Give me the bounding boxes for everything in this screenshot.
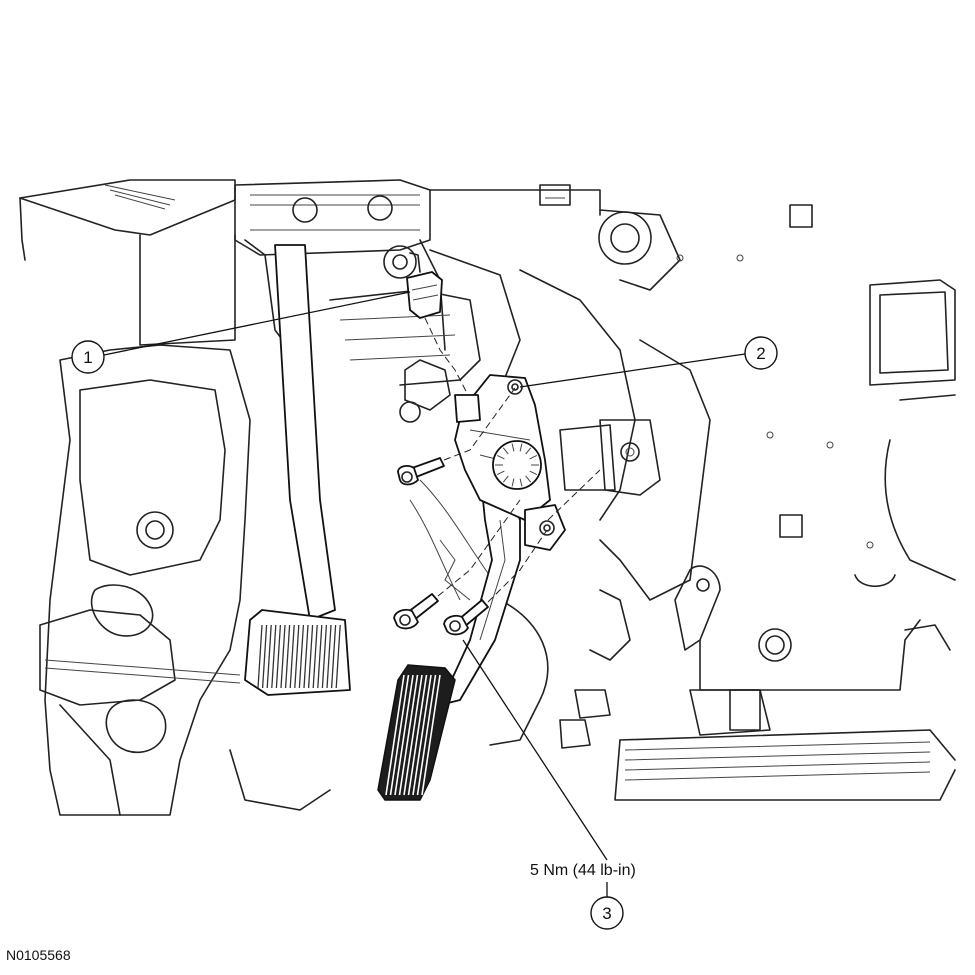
brake-pad-rib	[275, 624, 282, 689]
brake-pad-rib	[280, 624, 286, 689]
mounting-bolt-lower-left	[393, 499, 521, 630]
leader-line-1	[103, 291, 411, 356]
pedal-pad-rib	[389, 674, 410, 796]
brake-pedal	[244, 244, 351, 696]
brake-pad-rib	[326, 624, 332, 689]
electrical-connector	[406, 252, 469, 396]
svg-text:2: 2	[756, 344, 765, 363]
brake-pad-rib	[284, 624, 291, 689]
background-structure	[19, 179, 956, 816]
pedal-pad-rib	[412, 674, 432, 796]
leader-line-2	[519, 353, 746, 388]
brake-pad-rib	[303, 624, 309, 689]
callout-1: 1	[71, 340, 105, 374]
sensor-tooth	[519, 443, 523, 452]
brake-pad-rib	[289, 624, 295, 689]
mounting-bolt-lower-right	[443, 469, 601, 636]
sensor-tooth	[496, 455, 505, 460]
brake-pad-rib	[271, 624, 277, 689]
pedal-pad-rib	[403, 674, 423, 796]
brake-pad-rib	[307, 624, 314, 689]
accelerator-pedal-assembly	[377, 374, 566, 801]
pedal-pad-rib	[394, 674, 414, 796]
callout-3: 3	[590, 896, 624, 930]
brake-pad-rib	[294, 624, 300, 689]
pedal-pad-rib	[385, 674, 405, 796]
sensor-tooth	[525, 475, 532, 483]
brake-pad-rib	[261, 624, 268, 689]
sensor-tooth	[525, 447, 532, 455]
pedal-pad-rib	[421, 674, 441, 796]
sensor-tooth	[496, 470, 505, 475]
brake-pad-rib	[330, 624, 337, 689]
brake-pad-rib	[257, 624, 263, 689]
torque-specification: 5 Nm (44 lb-in)	[530, 862, 636, 879]
brake-pad-rib	[321, 624, 328, 689]
brake-pad-rib	[317, 624, 323, 689]
sensor-tooth	[502, 475, 509, 483]
brake-pad-rib	[312, 624, 318, 689]
mounting-bolt-upper	[397, 387, 516, 486]
brake-pad-rib	[266, 624, 272, 689]
svg-text:1: 1	[83, 348, 92, 367]
leader-line-3-torque	[462, 639, 608, 861]
callout-2: 2	[744, 336, 778, 370]
sensor-tooth	[511, 478, 515, 487]
sensor-tooth	[529, 470, 538, 475]
svg-text:3: 3	[602, 904, 611, 923]
pedal-pad-rib	[398, 674, 419, 796]
sensor-tooth	[519, 478, 523, 487]
figure-id: N0105568	[6, 947, 71, 963]
sensor-tooth	[502, 447, 509, 455]
sensor-tooth	[529, 455, 538, 460]
pedal-pad-rib	[416, 674, 437, 796]
pedal-pad-rib	[407, 674, 428, 796]
sensor-tooth	[511, 443, 515, 452]
brake-pad-rib	[335, 624, 341, 689]
brake-pad-rib	[298, 624, 305, 689]
